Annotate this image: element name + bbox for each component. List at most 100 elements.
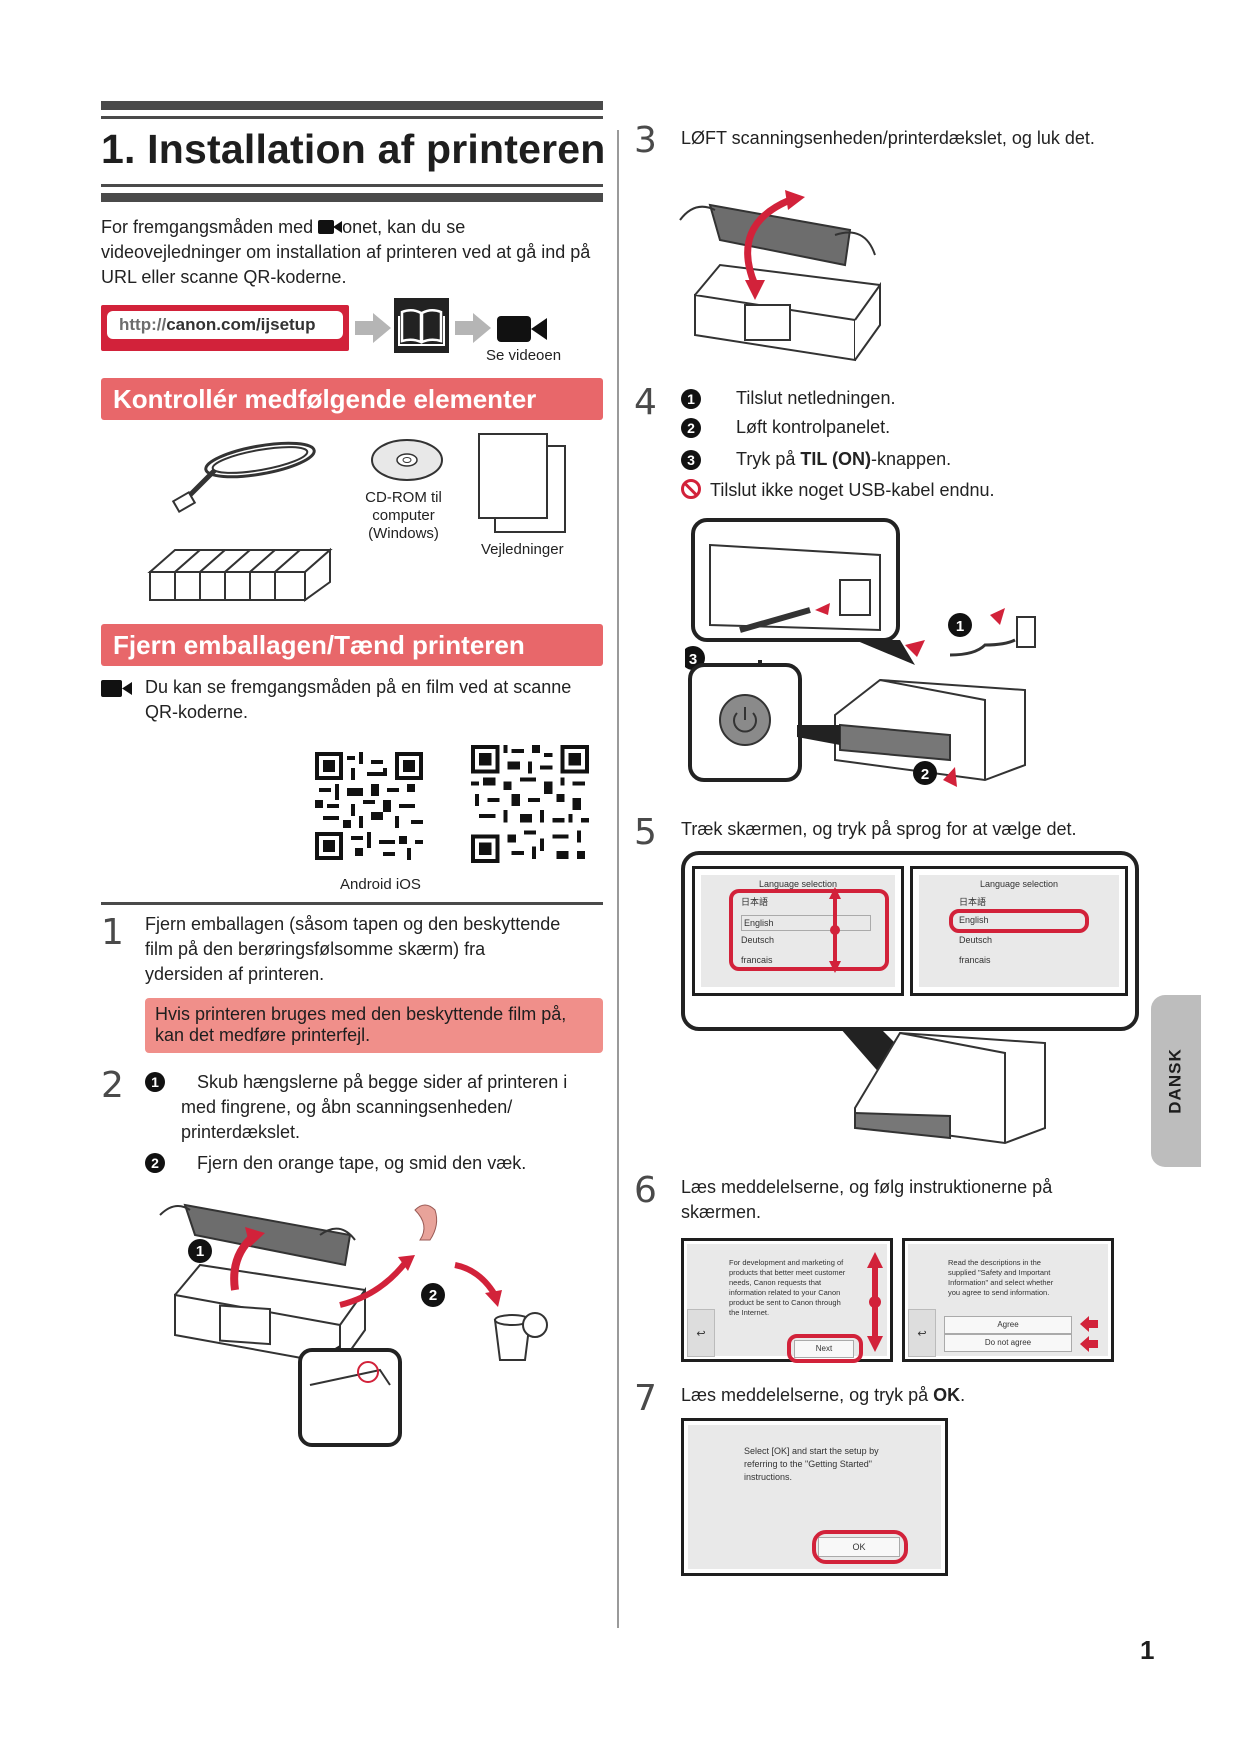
step-5-text: Træk skærmen, og tryk på sprog for at væ… xyxy=(681,819,1077,839)
step-number-1: 1 xyxy=(101,912,124,953)
orange-tape xyxy=(414,1204,438,1241)
arrow-right-icon xyxy=(455,313,491,343)
step-number-3: 3 xyxy=(634,120,657,161)
back-button[interactable]: ↩ xyxy=(687,1309,715,1357)
arrow-left-icon xyxy=(1080,1336,1098,1352)
qr-code-ios[interactable] xyxy=(470,745,590,863)
language-option[interactable]: English xyxy=(741,915,871,931)
language-option-selected[interactable]: English xyxy=(959,915,989,925)
intro-text-before: For fremgangsmåden med xyxy=(101,217,319,237)
callout-3: 3 xyxy=(689,651,697,668)
ok-button[interactable]: OK xyxy=(818,1537,900,1557)
callout-2: 2 xyxy=(921,766,929,783)
step-1-warning: Hvis printeren bruges med den beskyttend… xyxy=(145,998,603,1053)
step-1-text: Fjern emballagen (såsom tapen og den bes… xyxy=(145,914,561,984)
language-tab: DANSK xyxy=(1151,995,1201,1167)
video-camera-icon xyxy=(318,219,343,235)
do-not-agree-button[interactable]: Do not agree xyxy=(944,1334,1072,1352)
intro-text-after: onet, kan du se videovejledninger om ins… xyxy=(101,217,591,287)
language-option[interactable]: 日本語 xyxy=(959,897,987,907)
agreement-screen: ↩ Read the descriptions in the supplied … xyxy=(902,1238,1114,1362)
qr-platform-label: Android iOS xyxy=(340,876,421,893)
language-option[interactable]: Deutsch xyxy=(959,935,993,945)
title-rule-top-thick xyxy=(101,101,603,110)
url-prefix: http:// xyxy=(119,315,167,334)
url-link[interactable]: http://canon.com/ijsetup xyxy=(107,311,343,339)
language-option[interactable]: Deutsch xyxy=(741,935,775,945)
step-2-item-1: 1 Skub hængslerne på begge sider af prin… xyxy=(145,1070,605,1145)
lcd-screen: Language selection 日本語 English Deutsch f… xyxy=(919,875,1119,987)
screen-message: Read the descriptions in the supplied "S… xyxy=(948,1258,1054,1297)
qr-code-android[interactable] xyxy=(315,752,423,860)
column-divider xyxy=(617,130,619,1628)
scroll-arrows-icon xyxy=(829,887,841,973)
scroll-arrows-icon xyxy=(867,1252,883,1352)
step-number-5: 5 xyxy=(634,812,657,853)
step-number-2: 2 xyxy=(101,1065,124,1106)
step-2-illustration: 1 2 xyxy=(140,1185,560,1455)
page-title: 1. Installation af printeren xyxy=(101,126,606,172)
section-banner-contents: Kontrollér medfølgende elementer xyxy=(101,378,603,420)
step-4-item-2: 2 Løft kontrolpanelet. xyxy=(681,415,890,440)
title-rule-top-thin xyxy=(101,116,603,119)
step-number-4: 4 xyxy=(634,382,657,423)
scanner-lid xyxy=(183,1203,352,1267)
callout-1: 1 xyxy=(956,618,964,635)
step-3-illustration xyxy=(670,185,910,365)
prohibited-icon xyxy=(681,479,701,499)
manuals-icon xyxy=(478,433,570,533)
title-rule-bottom-thick xyxy=(101,193,603,202)
step-number-6: 6 xyxy=(634,1170,657,1211)
open-book-icon xyxy=(394,298,449,353)
step-4-illustration: 1 3 2 xyxy=(681,515,1045,800)
language-option[interactable]: 日本語 xyxy=(741,897,769,907)
page-number: 1 xyxy=(1140,1635,1155,1665)
setup-ok-screen: Select [OK] and start the setup by refer… xyxy=(681,1418,948,1576)
qr-pattern xyxy=(471,745,589,863)
lcd-screen: Language selection 日本語 English Deutsch f… xyxy=(701,875,895,987)
intro-paragraph: For fremgangsmåden med onet, kan du se v… xyxy=(101,215,601,290)
lcd-screen: Select [OK] and start the setup by refer… xyxy=(688,1425,941,1569)
ink-cartridges-icon xyxy=(140,532,345,607)
highlight-ring xyxy=(949,909,1089,933)
step-4-item-3-text: Tryk på xyxy=(736,449,801,469)
screen-message: For development and marketing of product… xyxy=(729,1258,846,1317)
callout-1: 1 xyxy=(196,1243,204,1260)
language-option[interactable]: francais xyxy=(741,955,773,965)
trash-can-icon xyxy=(493,1312,548,1361)
consent-screen: ↩ For development and marketing of produ… xyxy=(681,1238,893,1363)
manuals-label: Vejledninger xyxy=(481,541,564,558)
language-option[interactable]: francais xyxy=(959,955,991,965)
video-camera-icon xyxy=(101,680,133,697)
language-tab-label: DANSK xyxy=(1166,1048,1186,1114)
screen-message: Select [OK] and start the setup by refer… xyxy=(744,1446,879,1482)
highlight-ring xyxy=(729,889,889,971)
arrow-right-icon xyxy=(355,313,391,343)
screen-title: Language selection xyxy=(979,879,1059,889)
agree-button[interactable]: Agree xyxy=(944,1316,1072,1334)
video-note: Du kan se fremgangsmåden på en film ved … xyxy=(145,677,572,722)
step-7-text: Læs meddelelserne, og tryk på OK. xyxy=(681,1385,966,1405)
step-5-printer-illustration xyxy=(840,1028,1060,1158)
bullet-1-icon: 1 xyxy=(145,1072,165,1092)
section-banner-unpack: Fjern emballagen/Tænd printeren xyxy=(101,624,603,666)
wall-outlet-icon xyxy=(1016,616,1036,648)
step-6-text: Læs meddelelserne, og følg instruktioner… xyxy=(681,1177,1053,1222)
next-button[interactable]: Next xyxy=(794,1340,854,1358)
language-screen-select: Language selection 日本語 English Deutsch f… xyxy=(910,866,1128,996)
on-button-label: TIL (ON) xyxy=(800,449,872,469)
video-camera-icon xyxy=(497,314,549,344)
cd-rom-icon xyxy=(370,435,445,485)
bullet-2-icon: 2 xyxy=(145,1153,165,1173)
step-2-item-1-text: Skub hængslerne på begge sider af printe… xyxy=(181,1072,568,1142)
prohibition-text: Tilslut ikke noget USB-kabel endnu. xyxy=(710,480,995,500)
step-2-item-2-text: Fjern den orange tape, og smid den væk. xyxy=(197,1153,527,1173)
bullet-1-icon: 1 xyxy=(681,389,701,409)
ok-label: OK xyxy=(933,1385,961,1405)
step-2-item-2: 2 Fjern den orange tape, og smid den væk… xyxy=(145,1151,605,1176)
url-box[interactable]: http://canon.com/ijsetup xyxy=(101,305,349,351)
bullet-2-icon: 2 xyxy=(681,418,701,438)
lcd-screen: ↩ For development and marketing of produ… xyxy=(687,1244,887,1363)
step-4-prohibition: Tilslut ikke noget USB-kabel endnu. xyxy=(681,478,995,503)
back-button[interactable]: ↩ xyxy=(908,1309,936,1357)
